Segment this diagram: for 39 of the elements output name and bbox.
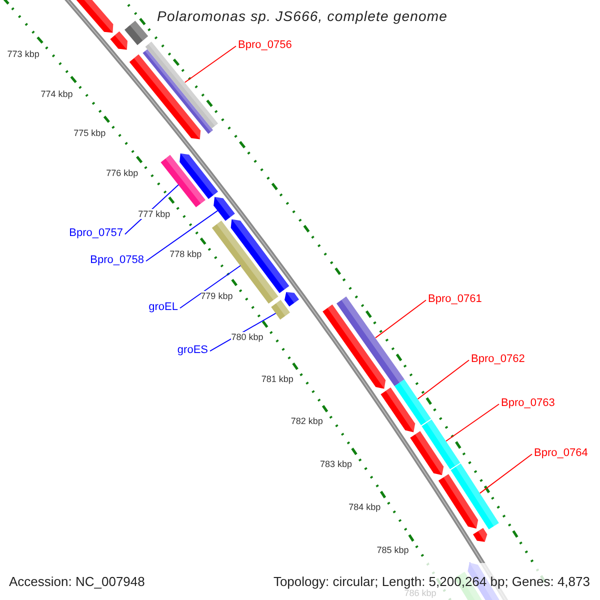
scale-label: 784 kbp <box>348 502 381 512</box>
gene-label: Bpro_0758 <box>90 254 144 267</box>
gene-block <box>450 464 499 530</box>
footer-text: Accession: NC_007948 <box>9 575 145 588</box>
leader-line <box>417 360 470 400</box>
gene-label: Bpro_0763 <box>501 397 555 410</box>
gene-label: Bpro_0757 <box>69 227 123 240</box>
gene-label: Bpro_0764 <box>534 447 588 460</box>
scale-label: 781 kbp <box>261 374 294 384</box>
scale-label: 783 kbp <box>320 458 352 469</box>
gene-block <box>160 154 206 208</box>
leader-line <box>180 265 241 309</box>
scale-label: 774 kbp <box>40 88 73 99</box>
gene-block <box>271 300 290 320</box>
scale-label: 775 kbp <box>74 128 106 138</box>
scale-label: 782 kbp <box>290 416 323 426</box>
leader-line <box>146 210 218 262</box>
gene-label: Bpro_0756 <box>238 39 292 52</box>
scale-label: 780 kbp <box>231 332 264 342</box>
gene-block <box>145 42 218 128</box>
scale-label: 778 kbp <box>170 249 202 260</box>
leader-line <box>184 46 236 83</box>
leader-line <box>479 454 532 494</box>
scale-label: 773 kbp <box>7 49 40 60</box>
title: Polaromonas sp. JS666, complete genome <box>157 10 448 23</box>
scale-label: 777 kbp <box>138 208 170 219</box>
gene-label: groEL <box>148 301 178 314</box>
leader-line <box>375 300 426 338</box>
gene-label: Bpro_0761 <box>428 293 482 306</box>
footer-text: Topology: circular; Length: 5,200,264 bp; Genes: 4,873 <box>273 575 590 588</box>
gene-block <box>394 379 431 426</box>
gene-block <box>422 420 460 470</box>
scale-label: 785 kbp <box>376 544 409 555</box>
gene-block <box>336 296 404 386</box>
leader-line <box>446 404 500 442</box>
scale-label: 779 kbp <box>200 290 233 301</box>
gene-label: groES <box>177 344 208 357</box>
scale-label: 776 kbp <box>106 168 138 178</box>
gene-label: Bpro_0762 <box>471 353 525 366</box>
